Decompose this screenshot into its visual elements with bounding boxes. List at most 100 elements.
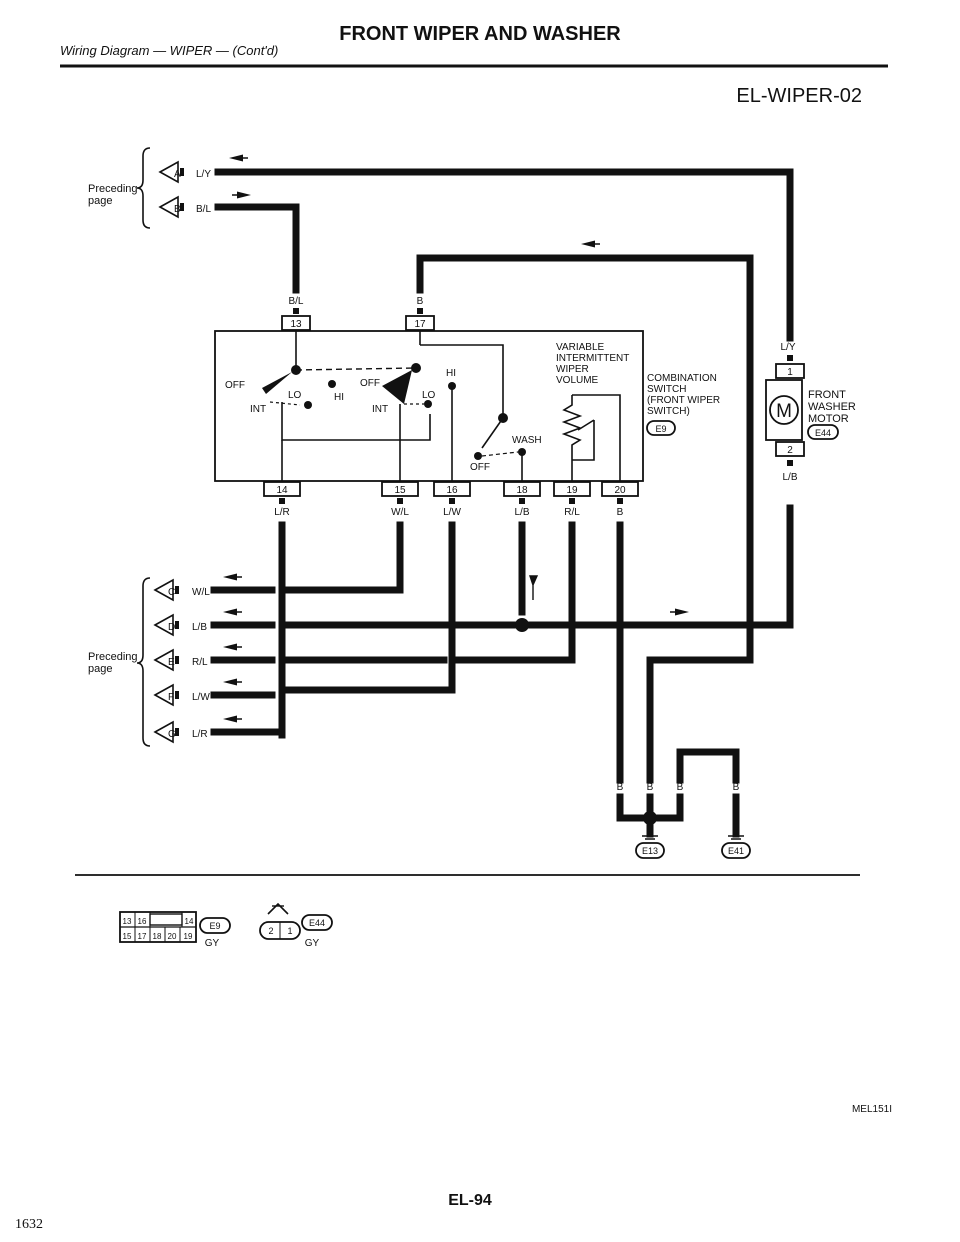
motor-symbol: M (776, 401, 792, 422)
bottom-terminals: 14 L/R 15 W/L 16 L/W 18 L/B 19 R/L 20 B (263, 481, 639, 518)
pin-17: 17 (414, 319, 426, 330)
e9-view-id: E9 (209, 921, 220, 931)
pin-15: 15 (394, 485, 406, 496)
motor-name-3: MOTOR (808, 413, 849, 425)
contact-lo-left (304, 401, 312, 409)
connector-e-wire: R/L (192, 657, 208, 668)
ground-badge-left (635, 842, 665, 859)
pin-18-box (503, 481, 541, 497)
motor-pin-top: 1 (787, 367, 793, 378)
contact-hi-left (328, 380, 336, 388)
wire-motor-lb (752, 504, 794, 629)
switch-int-left-line (281, 402, 431, 441)
volume-label-2: INTERMITTENT (556, 353, 629, 364)
connector-d-wire: L/B (192, 622, 207, 633)
e9-pin-20: 20 (168, 932, 177, 941)
ground-wire-3: B (677, 782, 684, 793)
page-number: 1632 (15, 1217, 43, 1232)
ground-symbol-left (642, 835, 658, 840)
motor-connector-id: E44 (815, 428, 831, 438)
ground-id-right: E41 (728, 846, 744, 856)
pin-19: 19 (566, 485, 578, 496)
arrow-f (222, 677, 243, 687)
label-off-left: OFF (225, 380, 245, 391)
connector-b-letter: B (174, 204, 181, 215)
e9-pin-17: 17 (138, 932, 147, 941)
e44-view-id: E44 (309, 918, 325, 928)
e9-view-color: GY (205, 938, 220, 949)
pin-20-mark (617, 498, 623, 504)
motor-wire-bottom: L/B (782, 472, 797, 483)
ground-wire-4: B (733, 782, 740, 793)
pin-13-mark (293, 308, 299, 314)
ground-jumper (676, 748, 740, 784)
connector-a-pin (180, 168, 184, 176)
arrow-d (222, 607, 243, 617)
volume-wiper (572, 419, 595, 461)
ground-id-left: E13 (642, 846, 658, 856)
connector-f-letter: F (168, 692, 174, 703)
switch-connector-badge (646, 420, 676, 436)
e9-pin-18: 18 (153, 932, 162, 941)
volume-label-3: WIPER (556, 364, 589, 375)
arrow-b (231, 190, 252, 200)
connector-e-letter: E (168, 657, 175, 668)
connector-e: E R/L (153, 642, 448, 672)
connector-g-wire: L/R (192, 729, 208, 740)
motor-connector-badge (807, 424, 839, 440)
switch-blade-right (382, 370, 412, 404)
reference-code: MEL151I (852, 1104, 892, 1115)
e9-pin-19: 19 (184, 932, 193, 941)
motor-wire-top: L/Y (780, 342, 795, 353)
ground-badge-right (721, 842, 751, 859)
switch-name-4: SWITCH) (647, 406, 690, 417)
switch-name-2: SWITCH (647, 384, 686, 395)
page-subtitle: Wiring Diagram — WIPER — (Cont'd) (60, 43, 278, 58)
pin-15-box (381, 481, 419, 497)
motor-name-1: FRONT (808, 389, 846, 401)
wire-label-14: L/R (274, 507, 290, 518)
preceding-page-label-left: Preceding (88, 651, 138, 663)
connector-d-pin (175, 621, 179, 629)
ground-wire-1: B (617, 782, 624, 793)
connector-f-wire: L/W (192, 692, 210, 703)
brace-top (136, 147, 151, 229)
label-wash: WASH (512, 435, 542, 446)
combination-switch-box (214, 330, 644, 482)
e44-pin-1: 1 (287, 926, 292, 936)
wire-16 (284, 521, 456, 694)
connector-g-icon (153, 720, 174, 744)
label-int-right: INT (372, 404, 388, 415)
arrow-d-return (669, 607, 690, 617)
pin-20-box (601, 481, 639, 497)
pin-14: 14 (276, 485, 288, 496)
connector-b-pin (180, 203, 184, 211)
pin-15-mark (397, 498, 403, 504)
switch-int-left-dash (269, 401, 301, 406)
splice-d (515, 618, 529, 632)
connector-c-icon (153, 578, 174, 602)
wire-label-15: W/L (391, 507, 409, 518)
pin-16: 16 (446, 485, 458, 496)
preceding-page-label-top: Preceding (88, 183, 138, 195)
motor-pin1-box (775, 363, 805, 379)
wire-label-13: B/L (288, 296, 303, 307)
e9-pin-13: 13 (123, 917, 132, 926)
wire-15 (284, 521, 404, 594)
ground-wire-2: B (647, 782, 654, 793)
volume-label-4: VOLUME (556, 375, 599, 386)
connector-view-e9: 13 16 14 15 17 18 20 19 E9 GY (119, 911, 231, 949)
label-lo-left: LO (288, 390, 302, 401)
switch-name-1: COMBINATION (647, 373, 717, 384)
brace-left (136, 577, 151, 747)
connector-g: G L/R (153, 714, 286, 744)
connector-f: F L/W (153, 677, 276, 707)
pin-13: 13 (290, 319, 302, 330)
wash-dash (481, 451, 519, 457)
wire-b (214, 203, 300, 294)
wire-b-17 (416, 254, 754, 784)
connector-b-wire: B/L (196, 204, 211, 215)
connector-b-icon (158, 195, 179, 219)
switch-link (295, 367, 417, 371)
